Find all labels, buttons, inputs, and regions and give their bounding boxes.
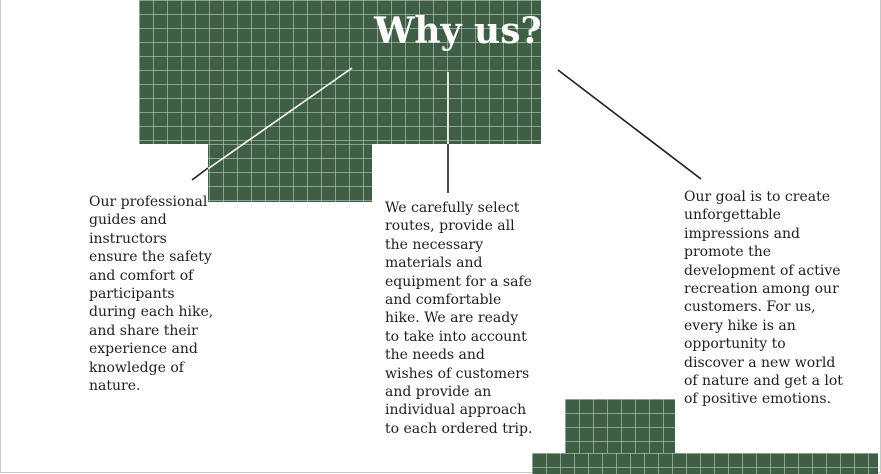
decorative-grid-bottom-step [565,399,675,453]
feature-text-guides: Our professional guides and instructors … [89,194,214,395]
connector-line-left [191,67,353,181]
page-title: Why us? [374,10,542,52]
feature-text-goal: Our goal is to create unforgettable impr… [684,189,843,408]
decorative-grid-top [139,0,541,144]
feature-text-routes: We carefully select routes, provide all … [385,200,533,437]
decorative-grid-bottom [532,453,878,474]
connector-line-left-dark [191,167,209,181]
connector-line-right [557,69,702,180]
decorative-grid-top-tab [208,144,372,202]
